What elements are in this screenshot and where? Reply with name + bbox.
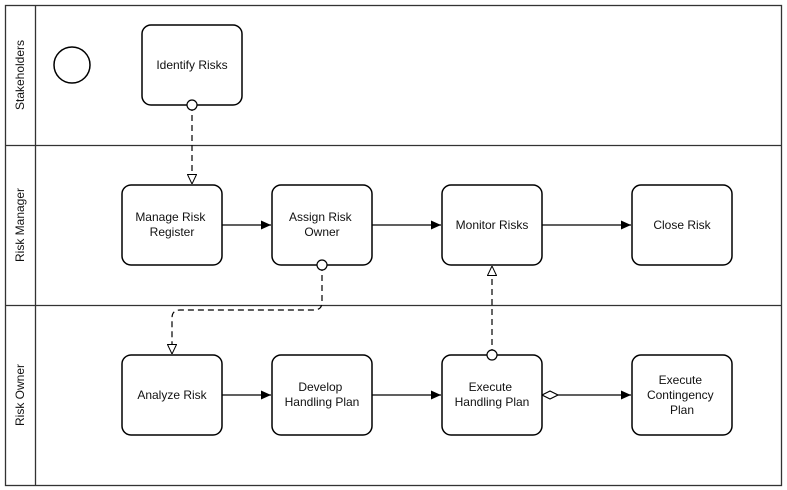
task-label-execute-handling-plan: Execute Handling Plan bbox=[455, 380, 530, 409]
message-origin-circle bbox=[486, 349, 498, 361]
task-labels: Identify Risks Manage Risk Register Assi… bbox=[135, 58, 717, 417]
message-origin-circle bbox=[316, 259, 328, 271]
task-label-analyze-risk: Analyze Risk bbox=[137, 388, 207, 402]
lane-label-risk-owner: Risk Owner bbox=[13, 364, 27, 426]
task-execute-contingency-plan[interactable] bbox=[631, 354, 733, 436]
pool: Stakeholders Risk Manager Risk Owner bbox=[4, 4, 783, 487]
task-label-identify-risks: Identify Risks bbox=[156, 58, 227, 72]
message-flows bbox=[172, 105, 492, 355]
pool-border bbox=[4, 4, 783, 487]
conditional-flow-diamond bbox=[540, 390, 560, 400]
task-label-execute-contingency-plan: Execute Contingency Plan bbox=[647, 373, 717, 417]
task-analyze-risk[interactable] bbox=[121, 354, 223, 436]
task-label-manage-risk-register: Manage Risk Register bbox=[135, 210, 208, 239]
task-label-close-risk: Close Risk bbox=[653, 218, 711, 232]
message-flow-assign-to-analyze[interactable] bbox=[172, 265, 323, 354]
task-develop-handling-plan[interactable] bbox=[271, 354, 373, 436]
task-label-develop-handling-plan: Develop Handling Plan bbox=[285, 380, 360, 409]
task-label-assign-risk-owner: Assign Risk Owner bbox=[289, 210, 355, 239]
task-label-monitor-risks: Monitor Risks bbox=[456, 218, 529, 232]
lane-label-risk-manager: Risk Manager bbox=[13, 188, 27, 262]
task-manage-risk-register[interactable] bbox=[121, 184, 223, 266]
task-close-risk[interactable] bbox=[631, 184, 733, 266]
task-monitor-risks[interactable] bbox=[441, 184, 543, 266]
message-flow-origins bbox=[186, 99, 498, 361]
start-event[interactable] bbox=[53, 46, 91, 84]
message-origin-circle bbox=[186, 99, 198, 111]
lane-label-stakeholders: Stakeholders bbox=[13, 40, 27, 110]
tasks bbox=[121, 24, 733, 436]
sequence-flows bbox=[222, 220, 631, 400]
